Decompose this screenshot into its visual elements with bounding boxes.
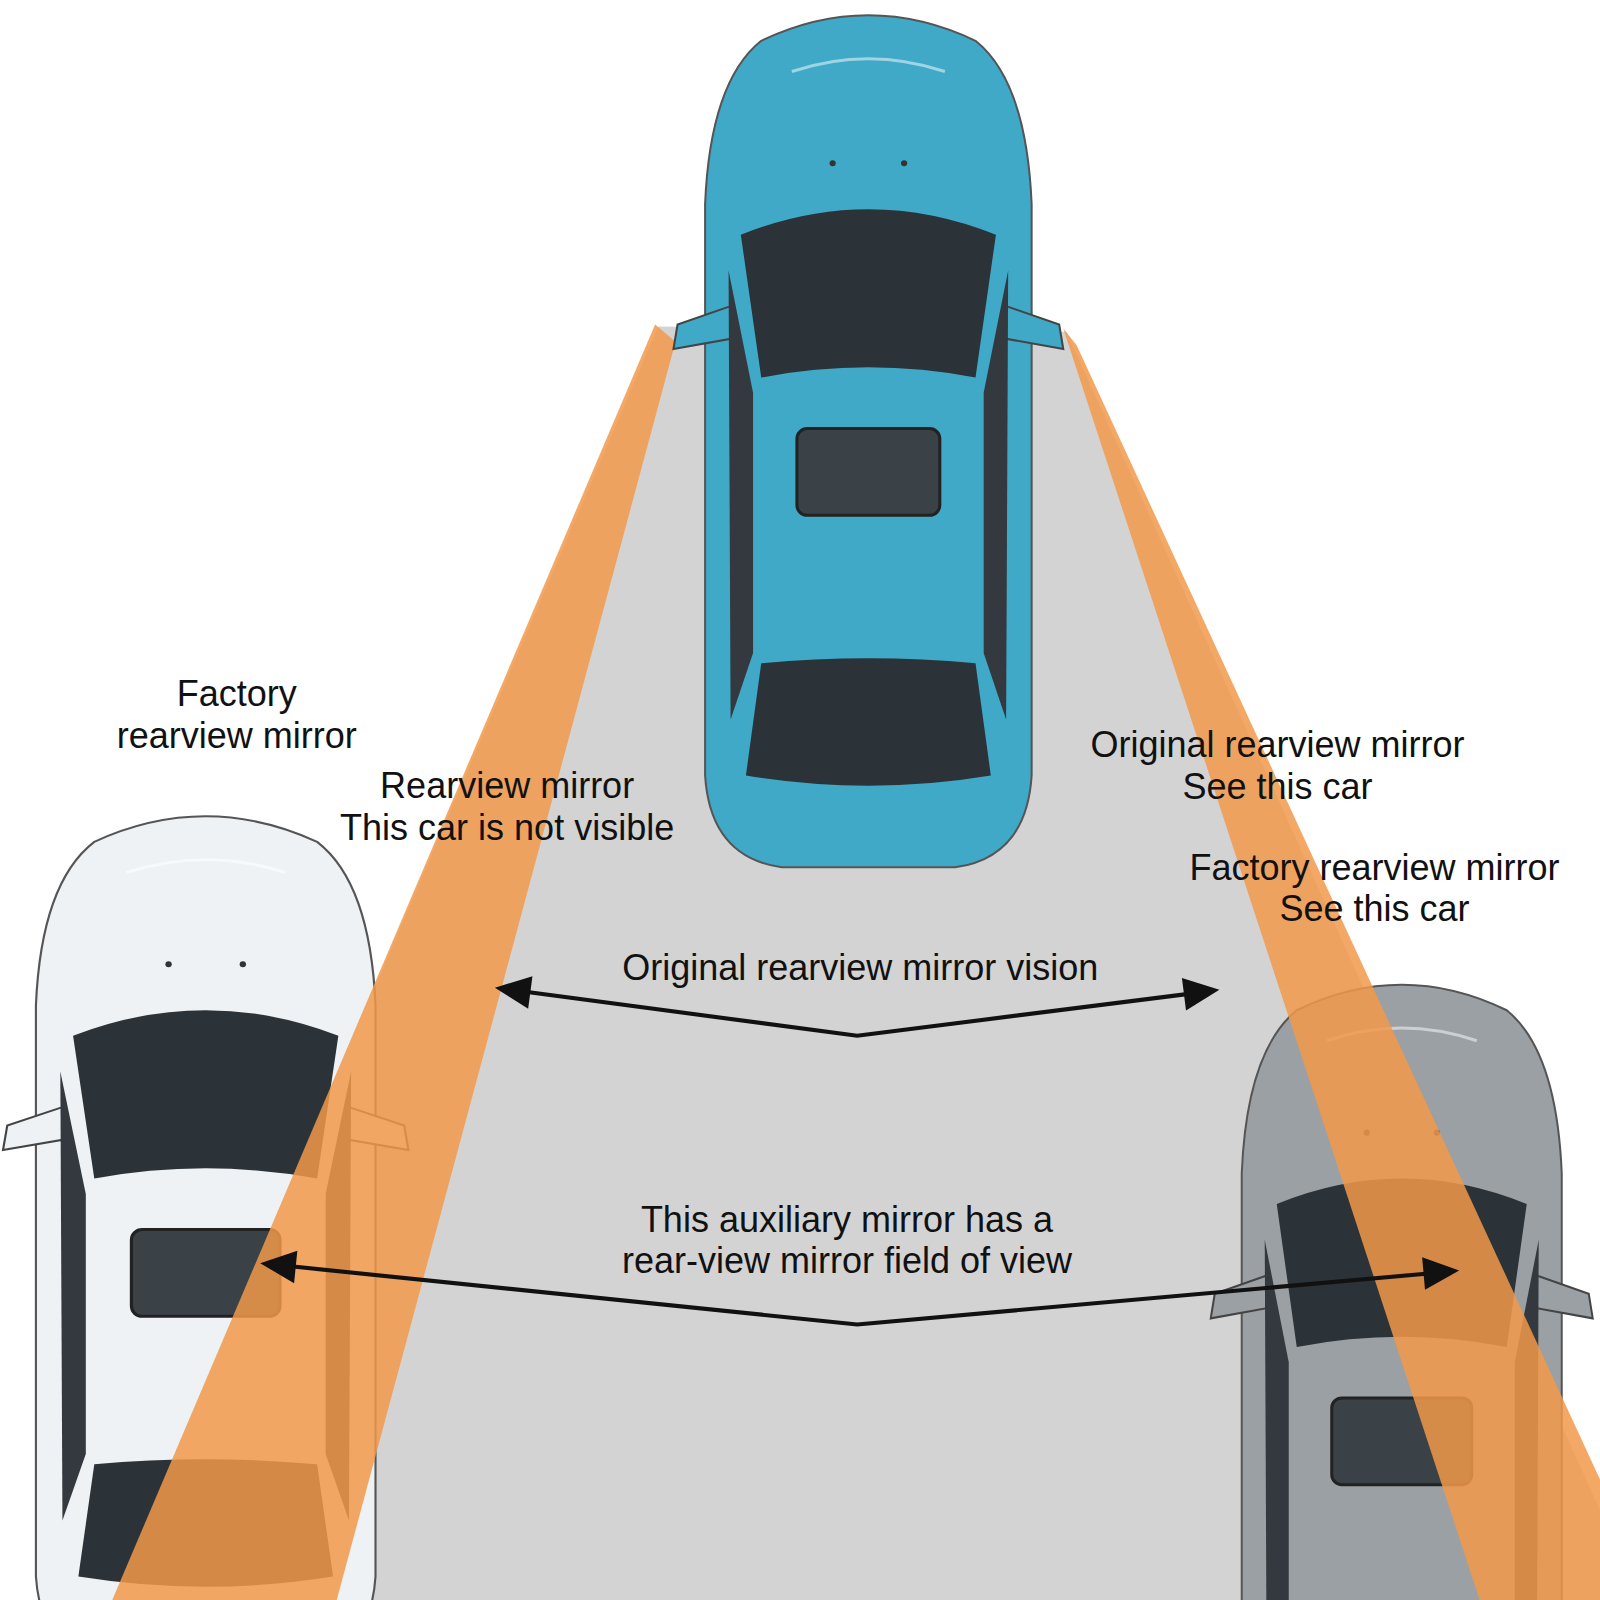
vision-arrow-line [526,992,1189,1036]
blue-car [673,15,1063,867]
callout-label: This auxiliary mirror has a rear-view mi… [622,1199,1072,1282]
left-mirror-cone [112,324,675,1600]
callout-label: Rearview mirror This car is not visible [340,765,674,848]
callout-label: Factory rearview mirror See this car [1189,847,1559,930]
arrowheads [260,976,1459,1290]
arrowhead [260,1251,297,1283]
callout-label: Original rearview mirror See this car [1091,724,1465,807]
callout-label: Original rearview mirror vision [622,947,1098,988]
arrowhead [1182,978,1219,1010]
arrowhead [495,976,533,1008]
arrowhead [1422,1257,1459,1289]
right-mirror-cone [1063,329,1600,1600]
vision-arrows [291,992,1429,1325]
callout-label: Factory rearview mirror [117,673,357,756]
